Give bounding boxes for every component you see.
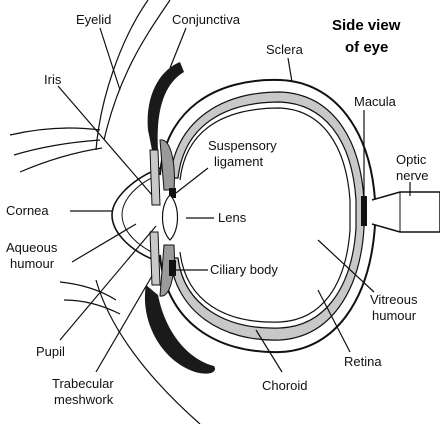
label-vitreous-line-2: humour — [372, 308, 417, 323]
leader-sclera — [288, 58, 292, 82]
iris-upper — [150, 150, 160, 205]
label-sclera: Sclera — [266, 42, 304, 57]
ciliary-body-mark — [169, 260, 176, 276]
leader-trabecular — [96, 276, 152, 372]
label-trabecular-line-2: meshwork — [54, 392, 114, 407]
diagram-title-line-1: Side view — [332, 17, 401, 34]
leader-iris — [58, 86, 152, 195]
eyelash-2 — [14, 140, 100, 155]
eyelash-3 — [20, 148, 102, 172]
label-trabecular-line-1: Trabecular — [52, 376, 114, 391]
label-pupil: Pupil — [36, 344, 65, 359]
label-conjunctiva: Conjunctiva — [172, 12, 241, 27]
diagram-title-line-2: of eye — [345, 39, 388, 56]
label-ciliary-body: Ciliary body — [210, 262, 278, 277]
upper-conjunctiva-fold — [148, 62, 184, 150]
sclera-outline — [160, 80, 375, 352]
eyelash-4 — [60, 282, 116, 300]
label-iris: Iris — [44, 72, 62, 87]
lens-outline — [163, 195, 178, 240]
label-aqueous-line-1: Aqueous — [6, 240, 58, 255]
eyelash-1 — [10, 128, 100, 135]
label-cornea: Cornea — [6, 203, 49, 218]
label-suspensory-line-2: ligament — [214, 154, 264, 169]
label-macula: Macula — [354, 94, 397, 109]
label-eyelid: Eyelid — [76, 12, 111, 27]
leader-conjunctiva — [170, 28, 186, 68]
optic-nerve-outline — [372, 192, 440, 232]
label-retina: Retina — [344, 354, 382, 369]
macula-mark — [361, 196, 367, 226]
leader-pupil — [60, 226, 156, 340]
label-optic-nerve-line-1: Optic — [396, 152, 427, 167]
lower-conjunctiva-fold — [145, 285, 215, 374]
label-optic-nerve-line-2: nerve — [396, 168, 429, 183]
label-suspensory-line-1: Suspensory — [208, 138, 277, 153]
choroid-band — [170, 92, 364, 340]
ciliary-upper — [160, 140, 174, 190]
label-choroid: Choroid — [262, 378, 308, 393]
label-aqueous-line-2: humour — [10, 256, 55, 271]
label-lens: Lens — [218, 210, 247, 225]
label-vitreous-line-1: Vitreous — [370, 292, 418, 307]
